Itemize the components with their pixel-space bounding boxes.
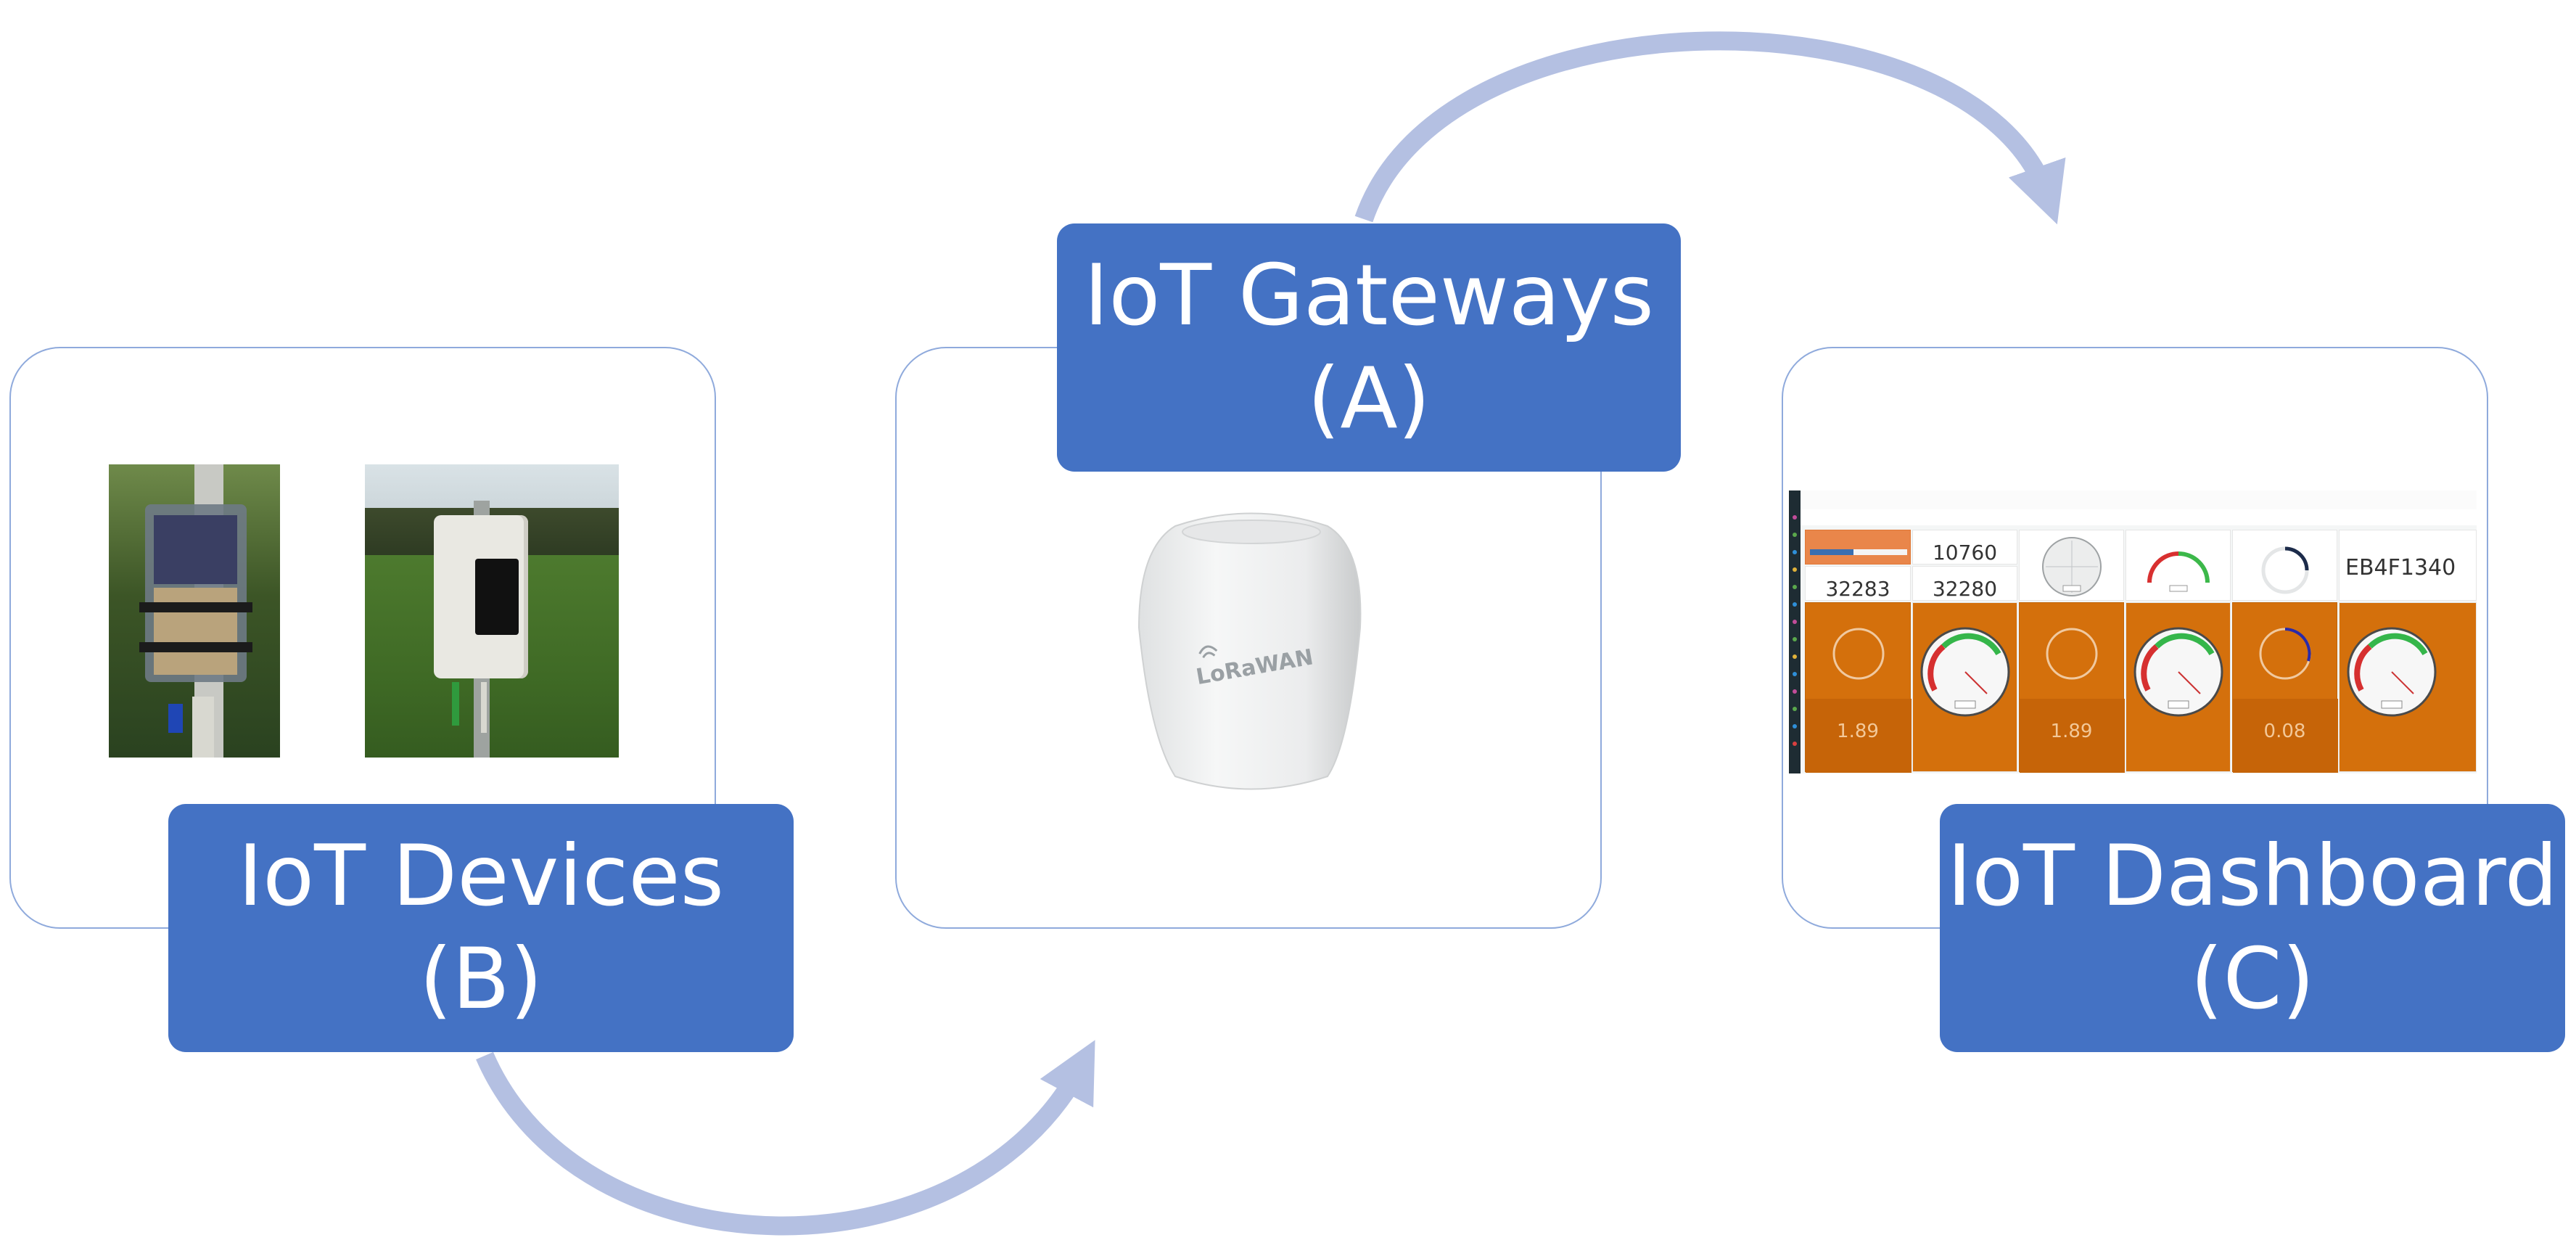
dashboard-sidebar (1789, 491, 1801, 773)
tile-dial-1 (1912, 602, 2017, 772)
value-counter-1: 10760 (1932, 541, 1998, 565)
arc-gauge (2147, 551, 2210, 592)
orange-ring-1 (1832, 628, 1885, 680)
arrow-devices-to-gateways (476, 1040, 1095, 1236)
tile-counter-left: 32283 (1805, 566, 1911, 601)
devices-label-letter: (B) (419, 930, 543, 1028)
dial-gauge-2 (2133, 627, 2223, 717)
dashboard-topbar (1801, 491, 2477, 510)
gateway-device-image: LoRaWAN (1137, 512, 1362, 790)
tile-progress (1805, 530, 1911, 565)
tile-compass (2019, 530, 2124, 601)
tile-counter-b: 32280 (1912, 566, 2017, 601)
gateways-label-letter: (A) (1307, 350, 1431, 448)
value-counter-left: 32283 (1825, 577, 1890, 601)
dashboard-label-letter: (C) (2190, 930, 2315, 1028)
dashboard-label: IoT Dashboard (C) (1940, 804, 2565, 1052)
device-photo-field (365, 464, 619, 758)
ring-gauge (2261, 546, 2309, 594)
orange-ring-3 (2259, 628, 2311, 680)
tile-orange-ring-1: 1.89 (1805, 602, 1912, 773)
value-device-id: EB4F1340 (2345, 555, 2456, 580)
orange-ring-2 (2046, 628, 2098, 680)
tile-dial-2 (2126, 602, 2231, 772)
dashboard-screenshot: 10760 32280 32283 EB4F1340 1.89 (1789, 491, 2477, 773)
value-reading-1: 1.89 (1837, 721, 1879, 742)
dashboard-subbar (1801, 509, 2477, 525)
gateways-label-title: IoT Gateways (1084, 247, 1654, 345)
tile-orange-ring-3: 0.08 (2232, 602, 2338, 773)
compass-gauge (2042, 537, 2102, 596)
tile-orange-ring-2: 1.89 (2019, 602, 2125, 773)
gateways-label: IoT Gateways (A) (1057, 223, 1681, 472)
arrow-gateways-to-dashboard (1354, 31, 2066, 225)
devices-label: IoT Devices (B) (168, 804, 794, 1052)
dial-gauge-1 (1920, 627, 2010, 717)
tile-device-id: EB4F1340 (2339, 530, 2477, 601)
devices-label-title: IoT Devices (237, 827, 725, 926)
tile-arc-gauge (2126, 530, 2231, 601)
dial-gauge-3 (2347, 627, 2437, 717)
value-reading-2: 1.89 (2050, 721, 2093, 742)
dashboard-label-title: IoT Dashboard (1946, 827, 2559, 926)
tile-counter-a: 10760 (1912, 530, 2017, 565)
value-reading-3: 0.08 (2263, 721, 2306, 742)
device-photo-pole (109, 464, 280, 758)
value-counter-2: 32280 (1932, 577, 1998, 601)
tile-dial-3 (2339, 602, 2477, 772)
tile-ring (2232, 530, 2337, 601)
